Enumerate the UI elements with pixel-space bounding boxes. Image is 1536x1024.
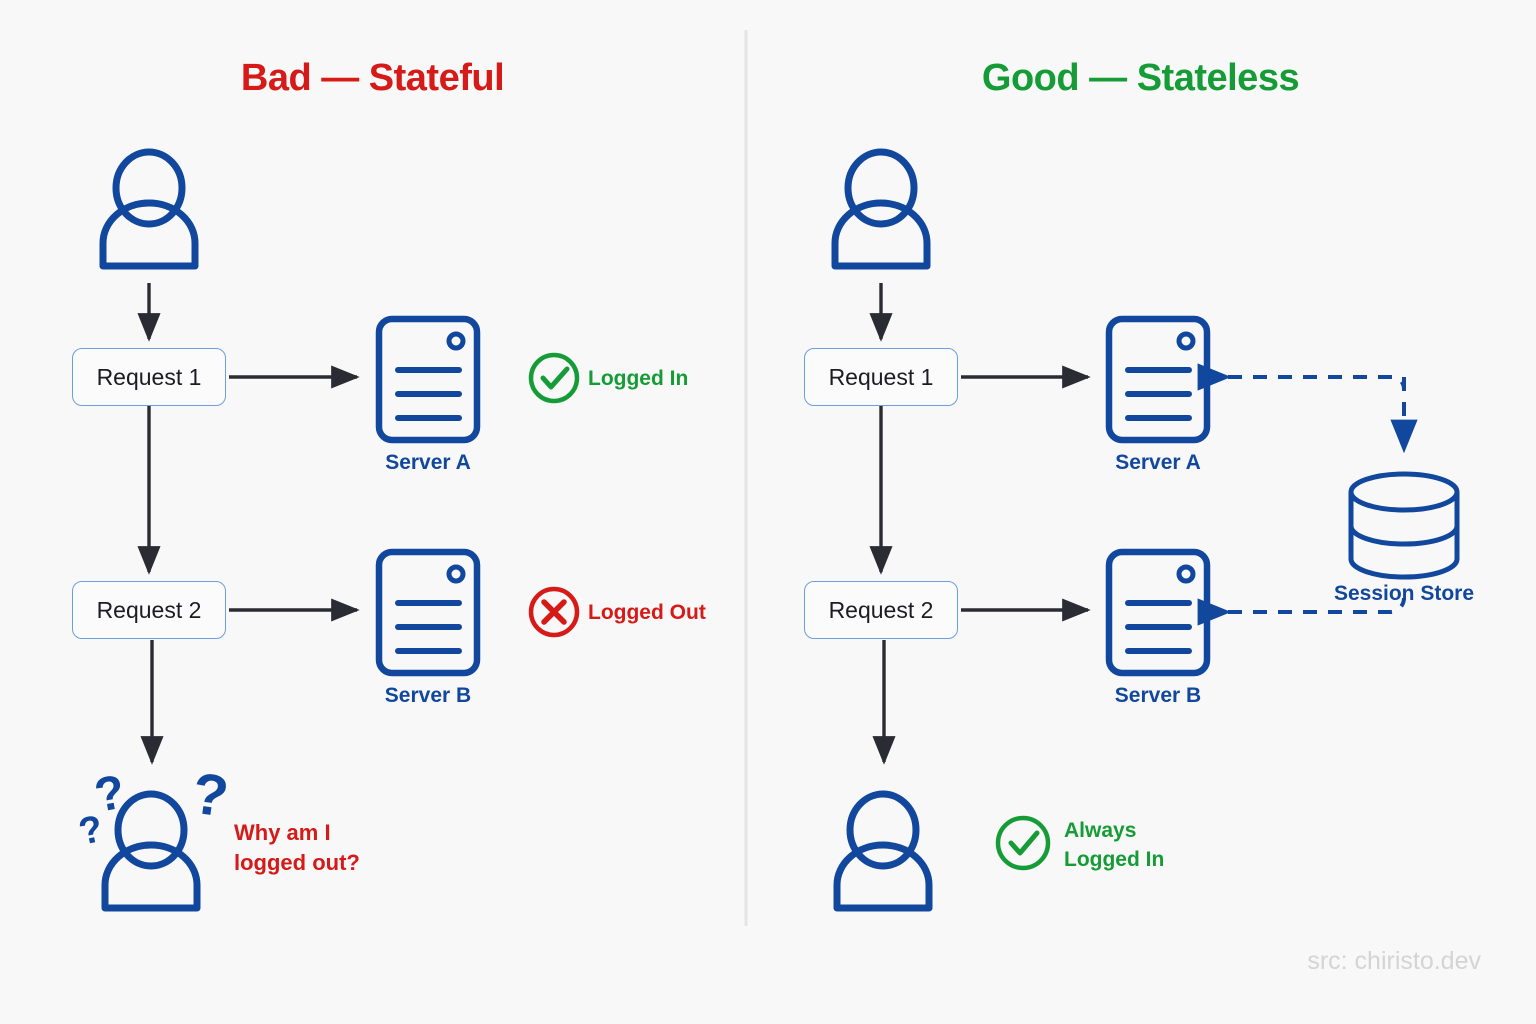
request-box-2-left[interactable]: Request 2 [72,581,226,639]
question-mark-icon: ? [188,761,232,830]
panel-title-good: Good — Stateless [981,57,1300,99]
server-label-a-left: Server A [385,451,471,474]
status-always-line2: Logged In [1064,848,1165,871]
confused-caption-line1: Why am I [234,820,331,845]
right-panel-graphics [831,148,1460,912]
confused-caption-line2: logged out? [234,850,360,875]
server-label-b-left: Server B [384,684,472,707]
left-panel-graphics: ? ? ? [75,148,580,912]
request-box-1-left[interactable]: Request 1 [72,348,226,406]
person-icon [833,790,933,912]
server-document-icon [375,548,481,677]
panel-title-bad: Bad — Stateful [240,57,505,99]
dashed-arrow-store-to-serverA [1197,363,1406,391]
server-label-a-right: Server A [1115,451,1201,474]
request-box-1-right[interactable]: Request 1 [804,348,958,406]
server-label-b-right: Server B [1114,684,1202,707]
server-document-icon [1105,315,1211,444]
server-document-icon [1105,548,1211,677]
person-icon [99,148,199,270]
check-circle-icon [528,352,580,404]
x-circle-icon [528,586,580,638]
server-document-icon [375,315,481,444]
svg-text:?: ? [188,761,232,830]
status-logged-in: Logged In [588,367,689,390]
check-circle-icon [995,815,1051,871]
database-cylinder-icon [1348,471,1460,580]
source-credit: src: chiristo.dev [1307,947,1481,975]
dashed-arrow-store-to-serverB [1197,597,1406,626]
status-always-line1: Always [1064,819,1137,842]
status-logged-out: Logged Out [588,601,706,624]
session-store-label: Session Store [1333,582,1475,605]
person-icon [831,148,931,270]
confused-person-icon [101,790,201,912]
request-box-2-right[interactable]: Request 2 [804,581,958,639]
